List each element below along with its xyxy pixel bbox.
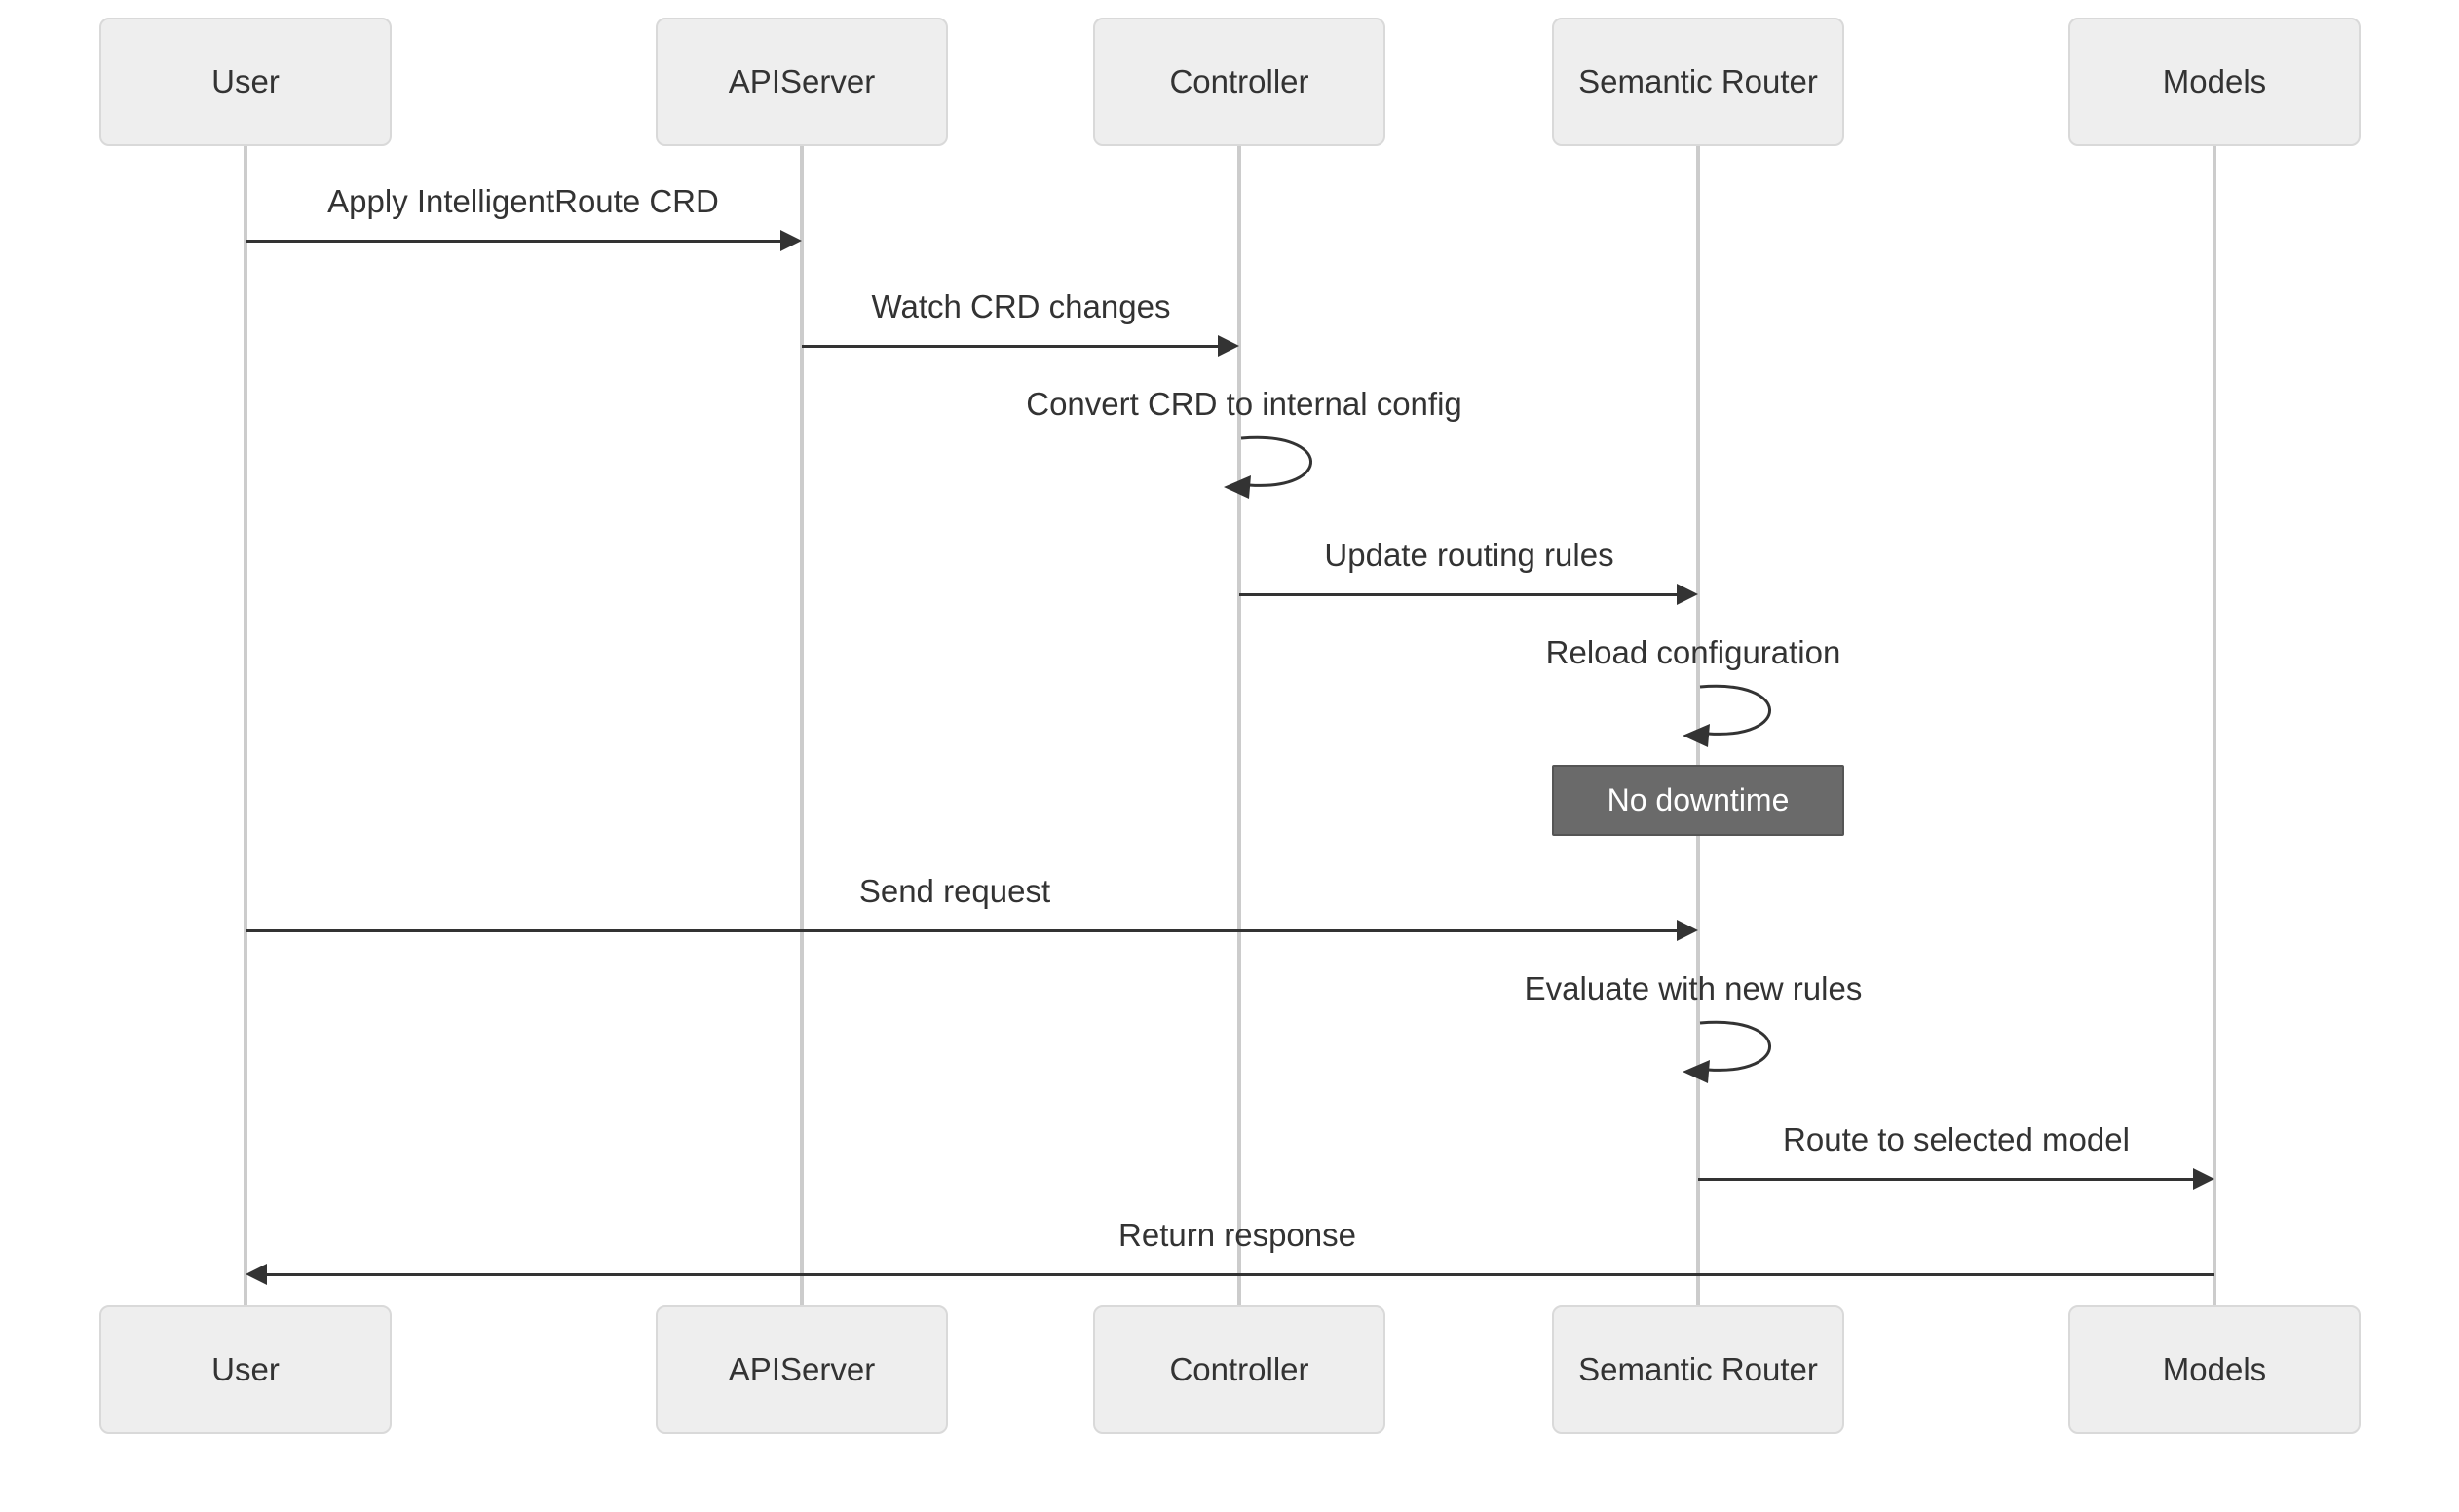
message-label: Watch CRD changes — [871, 288, 1171, 324]
actor-label: Controller — [1169, 63, 1309, 99]
arrowhead-icon — [780, 230, 802, 251]
actor-top-semantic-router: Semantic Router — [1552, 18, 1844, 146]
actor-label: Models — [2162, 1351, 2267, 1387]
note-box: No downtime — [1552, 765, 1844, 836]
lifeline-models — [2213, 146, 2216, 1305]
arrowhead-icon — [1677, 920, 1698, 941]
lifeline-semantic-router — [1696, 146, 1700, 1305]
message-arrow-line — [1698, 1178, 2195, 1181]
actor-top-models: Models — [2068, 18, 2361, 146]
actor-label: User — [211, 63, 280, 99]
actor-bottom-semantic-router: Semantic Router — [1552, 1305, 1844, 1434]
note-label: No downtime — [1607, 782, 1790, 817]
message-arrow-line — [246, 929, 1679, 932]
self-loop-arrow — [1224, 435, 1312, 499]
message-arrow-line — [267, 1273, 2214, 1276]
actor-label: Models — [2162, 63, 2267, 99]
message-label: Apply IntelligentRoute CRD — [327, 183, 719, 219]
message-label: Send request — [858, 873, 1051, 909]
message-arrow-line — [1239, 593, 1679, 596]
arrowhead-icon — [1677, 584, 1698, 605]
actor-top-user: User — [99, 18, 392, 146]
actor-label: APIServer — [728, 63, 876, 99]
message-label: Reload configuration — [1545, 634, 1841, 670]
self-loop-arrow — [1683, 1020, 1771, 1083]
arrowhead-icon — [2193, 1168, 2214, 1190]
lifeline-apiserver — [800, 146, 804, 1305]
actor-label: APIServer — [728, 1351, 876, 1387]
actor-top-controller: Controller — [1093, 18, 1385, 146]
actor-label: User — [211, 1351, 280, 1387]
message-label: Update routing rules — [1324, 537, 1614, 573]
arrowhead-icon — [1218, 335, 1239, 357]
message-label: Return response — [1118, 1217, 1356, 1253]
message-label: Route to selected model — [1783, 1121, 2130, 1157]
lifeline-user — [244, 146, 247, 1305]
message-label: Evaluate with new rules — [1524, 970, 1863, 1006]
actor-label: Semantic Router — [1578, 63, 1818, 99]
actor-label: Semantic Router — [1578, 1351, 1818, 1387]
message-arrow-line — [246, 240, 782, 243]
message-label: Convert CRD to internal config — [1026, 386, 1462, 422]
actor-bottom-models: Models — [2068, 1305, 2361, 1434]
actor-top-apiserver: APIServer — [656, 18, 948, 146]
actor-bottom-controller: Controller — [1093, 1305, 1385, 1434]
message-arrow-line — [802, 345, 1220, 348]
self-loop-arrow — [1683, 684, 1771, 747]
lifeline-controller — [1237, 146, 1241, 1305]
actor-bottom-apiserver: APIServer — [656, 1305, 948, 1434]
actor-bottom-user: User — [99, 1305, 392, 1434]
arrowhead-icon — [246, 1264, 267, 1285]
actor-label: Controller — [1169, 1351, 1309, 1387]
